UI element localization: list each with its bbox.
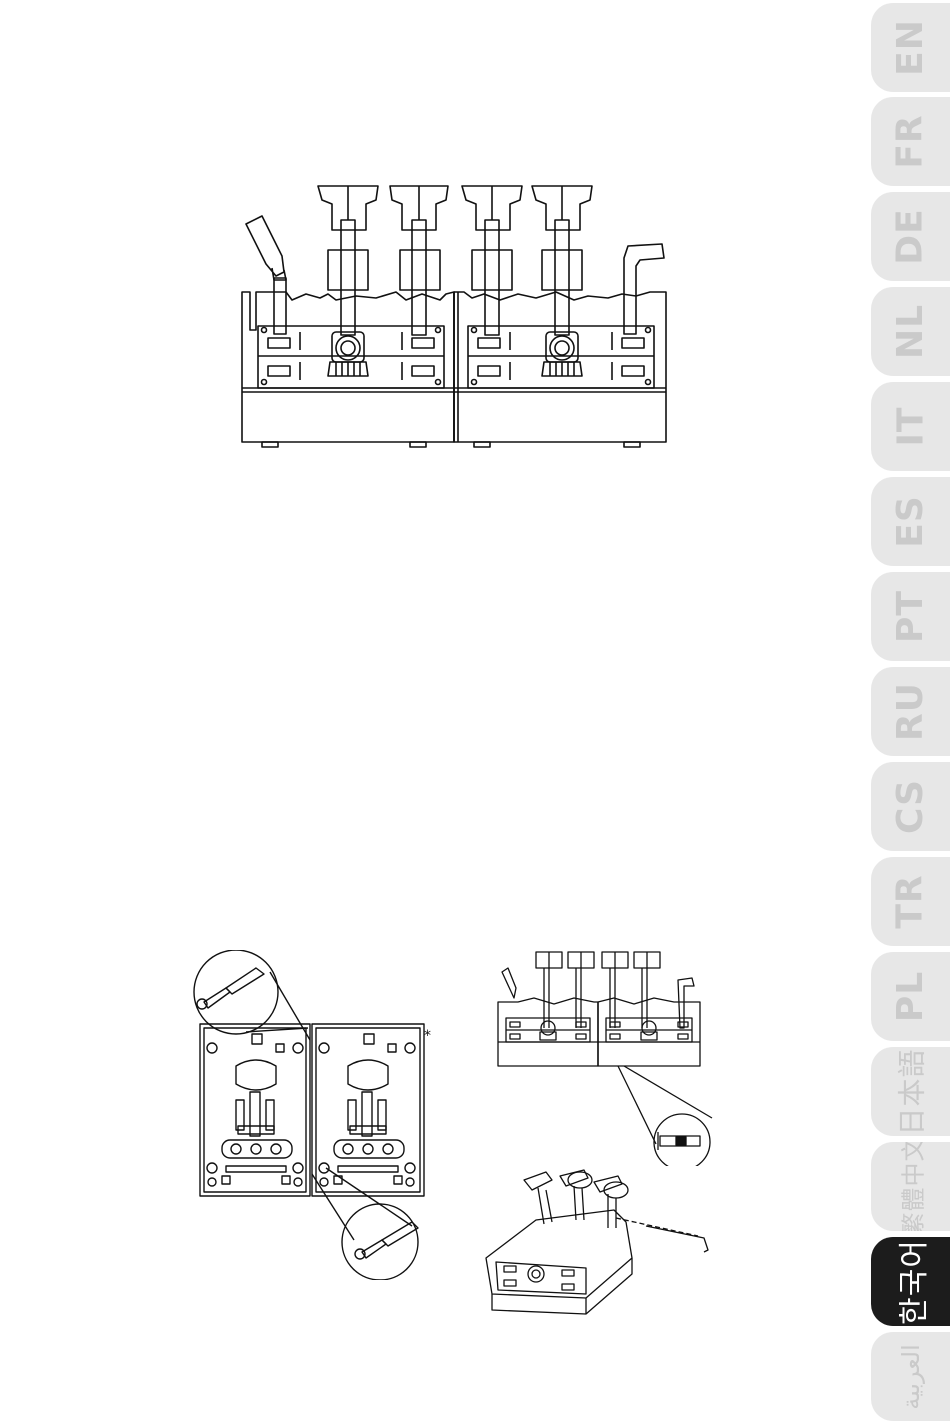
- tab-ja[interactable]: 日本語: [871, 1047, 950, 1136]
- tab-label: 日本語: [891, 1048, 931, 1135]
- tab-pl[interactable]: PL: [871, 952, 950, 1041]
- language-tabs: EN FR DE NL IT ES PT RU CS TR PL 日本語 繁體中…: [870, 0, 950, 1425]
- tab-es[interactable]: ES: [871, 477, 950, 566]
- tab-label: 繁體中文: [893, 1142, 928, 1231]
- tab-cs[interactable]: CS: [871, 762, 950, 851]
- right-short-lever: [624, 244, 664, 334]
- tab-fr[interactable]: FR: [871, 97, 950, 186]
- underside-screw-illustration: *: [186, 950, 436, 1280]
- tab-pt[interactable]: PT: [871, 572, 950, 661]
- tab-en[interactable]: EN: [871, 3, 950, 92]
- lever-handles: [318, 186, 592, 230]
- tab-de[interactable]: DE: [871, 192, 950, 281]
- tab-nl[interactable]: NL: [871, 287, 950, 376]
- iso-body: [486, 1210, 632, 1314]
- joined-modules-switch-illustration: [494, 948, 718, 1166]
- tab-label: NL: [890, 304, 931, 359]
- tab-label: IT: [890, 407, 931, 447]
- front-panels: [258, 326, 654, 388]
- tab-label: TR: [890, 874, 931, 928]
- tab-label: PT: [890, 590, 931, 643]
- joined-throttle-modules-illustration: [236, 180, 672, 450]
- small-module-bodies: [498, 998, 700, 1066]
- tab-ar[interactable]: العربية: [871, 1332, 950, 1421]
- base-plates: [200, 1024, 424, 1196]
- tab-tr[interactable]: TR: [871, 857, 950, 946]
- left-short-lever: [246, 216, 286, 280]
- asterisk-note: *: [424, 1028, 431, 1044]
- tab-zh[interactable]: 繁體中文: [871, 1142, 950, 1231]
- tab-label: EN: [890, 19, 931, 76]
- lever-shafts: [328, 220, 582, 335]
- rotary-knobs: [328, 332, 582, 376]
- tab-label: RU: [890, 682, 931, 741]
- tab-label: DE: [890, 208, 931, 264]
- tab-label: العربية: [897, 1344, 925, 1410]
- screwdriver-top: [197, 968, 264, 1009]
- screw-holes: [207, 1034, 415, 1186]
- module-bodies: [242, 292, 666, 442]
- tab-label: 한국어: [889, 1239, 933, 1325]
- tab-label: CS: [890, 779, 931, 834]
- screwdriver-bottom: [355, 1222, 418, 1259]
- tab-label: FR: [890, 114, 931, 168]
- tab-label: ES: [890, 495, 931, 548]
- mode-switch: [658, 1132, 700, 1150]
- tab-label: PL: [890, 971, 931, 1022]
- tab-ko[interactable]: 한국어: [871, 1237, 950, 1326]
- module-3d-rod-illustration: [476, 1162, 716, 1342]
- tab-it[interactable]: IT: [871, 382, 950, 471]
- tab-ru[interactable]: RU: [871, 667, 950, 756]
